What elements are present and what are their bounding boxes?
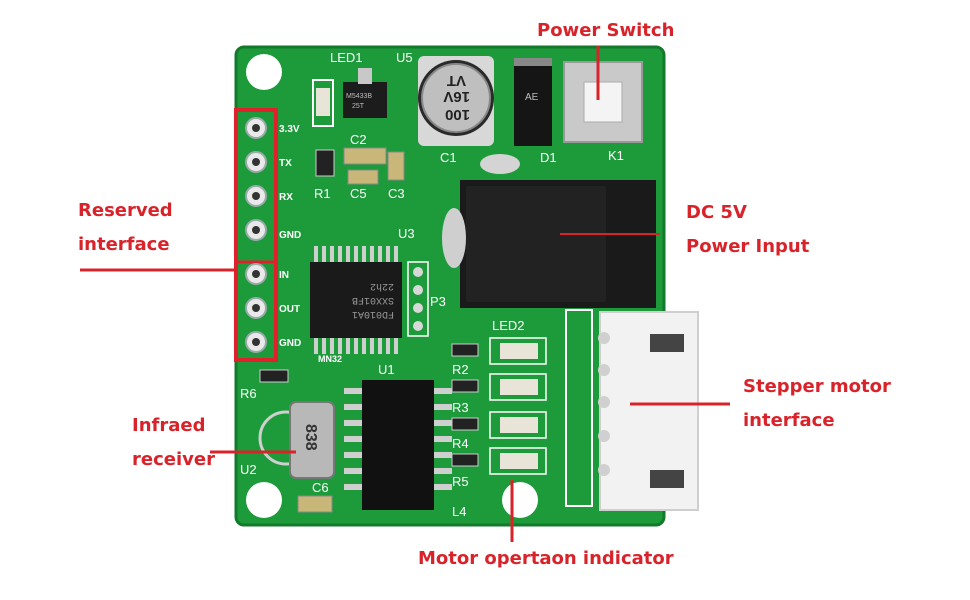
label-u3: U3 xyxy=(398,226,415,241)
callout-reserved-line1: Reserved xyxy=(78,200,173,221)
regulator-tab xyxy=(358,68,372,84)
p3-pins xyxy=(413,267,423,331)
power-switch-button xyxy=(583,81,623,123)
mcu-marking-3: 22h2 xyxy=(370,280,394,292)
connector-latch-top xyxy=(650,334,684,352)
header-pins xyxy=(245,117,267,353)
p3-outline xyxy=(407,261,429,337)
capacitor-c1-top xyxy=(421,63,491,133)
dc-jack-pin xyxy=(442,208,466,268)
connector-latch-bottom xyxy=(650,470,684,488)
pin-label-gnd-1: GND xyxy=(279,230,301,241)
dc-jack-body xyxy=(466,186,606,302)
label-r5: R5 xyxy=(452,474,469,489)
mounting-hole-bottom-left xyxy=(246,482,282,518)
diode-marking: AE xyxy=(525,92,539,103)
pin-label-rx: RX xyxy=(279,192,293,203)
pin-label-in: IN xyxy=(279,270,289,281)
callout-stepper-line1: Stepper motor xyxy=(743,376,891,397)
callout-motor-indicator: Motor opertaon indicator xyxy=(418,548,674,569)
reserved-interface-highlight xyxy=(234,108,278,362)
label-c6: C6 xyxy=(312,480,329,495)
capacitor-c3 xyxy=(387,151,405,181)
led1 xyxy=(316,88,330,116)
mounting-hole-bottom-mid xyxy=(502,482,538,518)
capacitor-marking-3: VT xyxy=(447,72,466,89)
label-d1: D1 xyxy=(540,150,557,165)
capacitor-marking-1: 100 xyxy=(445,106,470,123)
mcu-marking-1: FD010A1 xyxy=(352,308,394,319)
ir-receiver-marking: 838 xyxy=(302,424,319,451)
led1-outline xyxy=(312,79,334,127)
dc-jack-tab xyxy=(480,154,520,174)
label-r6: R6 xyxy=(240,386,257,401)
callout-power-switch: Power Switch xyxy=(537,20,675,41)
pin-label-tx: TX xyxy=(279,158,292,169)
capacitor-marking-2: 16V xyxy=(443,88,470,105)
callout-stepper-line2: interface xyxy=(743,410,835,431)
resistor-r1 xyxy=(315,149,335,177)
indicator-resistors xyxy=(451,343,479,467)
label-u1: U1 xyxy=(378,362,395,377)
label-u2: U2 xyxy=(240,462,257,477)
connector-pins xyxy=(598,332,610,476)
label-r4: R4 xyxy=(452,436,469,451)
mcu-marking-2: SXX01FB xyxy=(352,294,394,305)
capacitor-c2 xyxy=(343,147,387,165)
callout-reserved-line2: interface xyxy=(78,234,170,255)
ir-receiver-u2 xyxy=(289,401,335,479)
mcu-u3 xyxy=(310,262,402,338)
driver-ic-u1 xyxy=(362,380,434,510)
label-c3: C3 xyxy=(388,186,405,201)
label-r1: R1 xyxy=(314,186,331,201)
callout-dc-line1: DC 5V xyxy=(686,202,747,223)
mounting-hole-top-left xyxy=(246,54,282,90)
diode-cathode-band xyxy=(514,58,552,66)
label-mn32: MN32 xyxy=(318,354,342,364)
pin-label-3v3: 3.3V xyxy=(279,124,300,135)
driver-ic-pins xyxy=(344,388,452,490)
capacitor-c5 xyxy=(347,169,379,185)
pcb-board xyxy=(236,47,664,525)
regulator-u5 xyxy=(343,82,387,118)
callout-infrared-line1: Infraed xyxy=(132,415,206,436)
regulator-marking-2: 25T xyxy=(352,103,365,110)
label-r3: R3 xyxy=(452,400,469,415)
capacitor-c6 xyxy=(297,495,333,513)
resistor-r6 xyxy=(259,369,289,383)
label-c1: C1 xyxy=(440,150,457,165)
stepper-connector-outline xyxy=(565,309,593,507)
pin-label-gnd-2: GND xyxy=(279,338,301,349)
label-p3: P3 xyxy=(430,294,446,309)
label-r2: R2 xyxy=(452,362,469,377)
regulator-marking-1: M5433B xyxy=(346,93,372,100)
label-l4: L4 xyxy=(452,504,466,519)
indicator-leds xyxy=(489,337,547,475)
label-led1: LED1 xyxy=(330,50,363,65)
mcu-pins xyxy=(314,246,398,354)
label-c2: C2 xyxy=(350,132,367,147)
label-u5: U5 xyxy=(396,50,413,65)
callout-infrared-line2: receiver xyxy=(132,449,215,470)
callout-leaders xyxy=(80,46,730,542)
pin-label-out: OUT xyxy=(279,304,300,315)
label-c5: C5 xyxy=(350,186,367,201)
label-k1: K1 xyxy=(608,148,624,163)
diode-d1 xyxy=(514,58,552,146)
label-led2: LED2 xyxy=(492,318,525,333)
callout-dc-line2: Power Input xyxy=(686,236,810,257)
